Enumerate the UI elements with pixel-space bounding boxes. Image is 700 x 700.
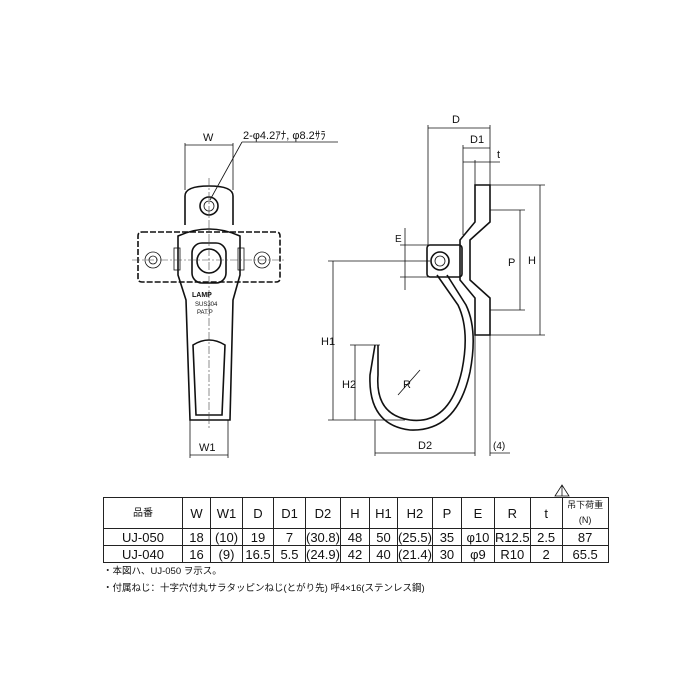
header-cell: D [242, 497, 274, 529]
note-screw: ・付属ねじ：十字穴付丸サラタッピンねじ(とがり先) 呼4×16(ステンレス鋼) [103, 583, 425, 594]
header-cell: D2 [305, 497, 341, 529]
dim-d2-label: D2 [418, 440, 432, 452]
cell: (10) [210, 528, 243, 546]
dim-w1-label: W1 [199, 442, 216, 454]
front-view: W 2-φ4.2ｱﾅ, φ8.2ｻﾗ LAMP SUS304 PAT.P W1 [132, 129, 338, 458]
header-cell: P [431, 497, 462, 529]
note-figure: ・本図ハ、UJ-050 ヲ示ス。 [103, 566, 222, 577]
marking-lamp: LAMP [192, 292, 212, 299]
header-cell: H2 [396, 497, 433, 529]
cell: 16.5 [242, 545, 274, 563]
cell: 5.5 [273, 545, 306, 563]
cell: 40 [368, 545, 398, 563]
cell: 19 [242, 528, 274, 546]
table-row: UJ-040 16 (9) 16.5 5.5 (24.9) 42 40 (21.… [103, 545, 609, 563]
caution-triangle-icon [554, 484, 570, 497]
dim-h1-label: H1 [321, 336, 335, 348]
hole-callout: 2-φ4.2ｱﾅ, φ8.2ｻﾗ [243, 129, 326, 142]
cell: 42 [339, 545, 370, 563]
cell: 18 [182, 528, 211, 546]
cell: R12.5 [493, 528, 531, 546]
dim-r-label: R [403, 379, 411, 391]
header-cell: R [493, 497, 531, 529]
dim-gap-label: (4) [493, 441, 505, 452]
cell: (21.4) [396, 545, 433, 563]
header-cell: E [460, 497, 495, 529]
cell: 65.5 [561, 545, 609, 563]
cell: UJ-040 [103, 545, 183, 563]
dim-d-label: D [452, 114, 460, 126]
cell: φ9 [460, 545, 495, 563]
cell: 50 [368, 528, 398, 546]
cell: 87 [561, 528, 609, 546]
cell: φ10 [460, 528, 495, 546]
header-cell: t [529, 497, 563, 529]
header-cell: H1 [368, 497, 398, 529]
cell: UJ-050 [103, 528, 183, 546]
dim-p-label: P [508, 257, 515, 269]
marking-material: SUS304 [195, 302, 218, 308]
cell: (25.5) [396, 528, 433, 546]
cell: (30.8) [305, 528, 341, 546]
header-cell: 吊下荷重(N) [561, 497, 609, 529]
table-row: UJ-050 18 (10) 19 7 (30.8) 48 50 (25.5) … [103, 528, 609, 546]
spec-table: 品番 W W1 D D1 D2 H H1 H2 P E R t 吊下荷重(N) … [103, 497, 609, 563]
header-cell: W [182, 497, 211, 529]
dim-d1-label: D1 [470, 134, 484, 146]
dim-w-label: W [203, 132, 214, 144]
header-cell: W1 [210, 497, 243, 529]
header-cell: D1 [273, 497, 306, 529]
dim-h2-label: H2 [342, 379, 356, 391]
cell: 2.5 [529, 528, 563, 546]
cell: 16 [182, 545, 211, 563]
cell: R10 [493, 545, 531, 563]
cell: (9) [210, 545, 243, 563]
dim-t-label: t [497, 149, 500, 161]
side-view: D D1 t E P H H1 H2 R [321, 114, 545, 456]
header-cell: 品番 [103, 497, 183, 529]
cell: 30 [431, 545, 462, 563]
cell: (24.9) [305, 545, 341, 563]
cell: 35 [431, 528, 462, 546]
cell: 48 [339, 528, 370, 546]
cell: 2 [529, 545, 563, 563]
dim-h-label: H [528, 255, 536, 267]
cell: 7 [273, 528, 306, 546]
table-header-row: 品番 W W1 D D1 D2 H H1 H2 P E R t 吊下荷重(N) [103, 497, 609, 529]
dim-e-label: E [395, 234, 402, 245]
marking-patent: PAT.P [197, 310, 213, 316]
header-cell: H [339, 497, 370, 529]
